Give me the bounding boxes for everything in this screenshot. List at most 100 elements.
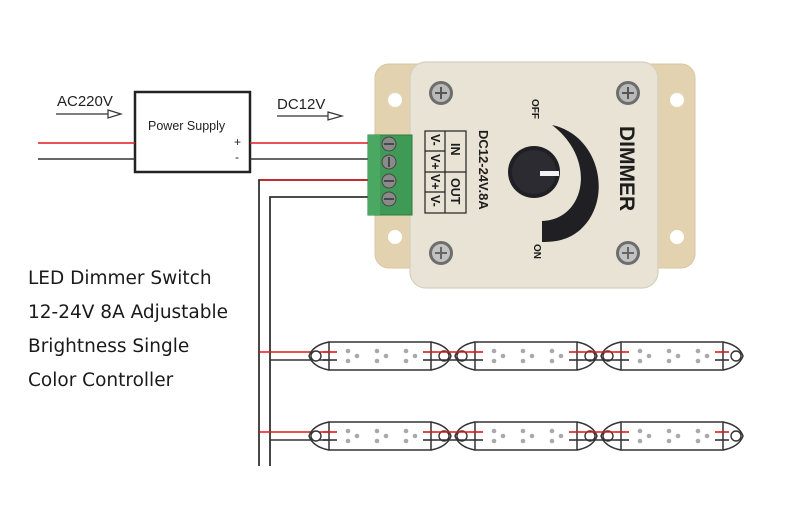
led-chip — [500, 433, 506, 439]
ac-input-arrow — [56, 109, 124, 119]
led-chip — [354, 433, 360, 439]
strip-connector-hole — [438, 430, 450, 442]
led-chip — [549, 348, 555, 354]
strip-connector-cap — [454, 421, 476, 451]
strip-connector-cap — [722, 341, 744, 371]
power-supply-title: Power Supply — [148, 119, 226, 133]
mounting-hole — [388, 93, 402, 107]
terminal-block — [367, 134, 413, 216]
led-chip — [695, 348, 701, 354]
product-description: LED Dimmer Switch 12-24V 8A Adjustable B… — [28, 262, 228, 398]
description-line: Color Controller — [28, 370, 174, 391]
led-chip — [529, 353, 535, 359]
terminal-label-table — [424, 130, 467, 214]
brightness-arc — [542, 125, 599, 242]
dimmer-knob[interactable] — [508, 146, 560, 198]
led-chip — [383, 433, 389, 439]
led-chip — [520, 348, 526, 354]
strip-connector-hole — [310, 430, 322, 442]
power-supply-box — [133, 90, 252, 174]
strip-connector-hole — [584, 350, 596, 362]
led-strip-array — [259, 341, 744, 451]
led-chip — [529, 433, 535, 439]
strip-connector-cap — [600, 421, 622, 451]
led-chip — [666, 358, 672, 364]
strip-connector-cap — [430, 341, 452, 371]
out-negative-wire — [269, 196, 375, 466]
led-chip — [491, 438, 497, 444]
led-chip — [646, 433, 652, 439]
led-chip — [675, 353, 681, 359]
led-chip — [695, 438, 701, 444]
led-chip — [345, 438, 351, 444]
led-chip — [637, 358, 643, 364]
screw-icon — [616, 81, 640, 105]
strip-connector-cap — [722, 421, 744, 451]
dc-output-arrow — [277, 111, 345, 121]
led-chip — [549, 428, 555, 434]
terminal-in-label: IN — [448, 143, 462, 156]
strip-connector-hole — [456, 430, 468, 442]
led-chip — [637, 438, 643, 444]
description-line: 12-24V 8A Adjustable — [28, 302, 229, 323]
led-chip — [491, 348, 497, 354]
description-line: Brightness Single — [28, 336, 190, 357]
off-label: OFF — [529, 99, 540, 119]
screw-icon — [429, 241, 453, 265]
power-supply-plus: + — [234, 135, 242, 149]
led-chip — [383, 353, 389, 359]
dimmer-brand-text: DIMMER — [615, 126, 638, 211]
strip-connector-hole — [584, 430, 596, 442]
terminal-pin-label: V+ — [428, 154, 442, 170]
strip-connector-cap — [576, 421, 598, 451]
led-chip — [558, 433, 564, 439]
led-chip — [374, 358, 380, 364]
led-chip — [549, 358, 555, 364]
strip-connector-cap — [430, 421, 452, 451]
strip-connector-cap — [308, 341, 330, 371]
led-chip — [704, 433, 710, 439]
strip-connector-hole — [730, 350, 742, 362]
mounting-hole — [388, 230, 402, 244]
strip-connector-hole — [310, 350, 322, 362]
led-chip — [354, 353, 360, 359]
screw-icon — [429, 81, 453, 105]
strip-connector-cap — [308, 421, 330, 451]
strip-connector-hole — [456, 350, 468, 362]
led-chip — [695, 358, 701, 364]
led-chip — [520, 438, 526, 444]
led-chip — [695, 428, 701, 434]
led-chip — [374, 348, 380, 354]
led-chip — [558, 353, 564, 359]
terminal-pin-label: V- — [428, 134, 442, 146]
led-chip — [374, 428, 380, 434]
strip-connector-hole — [730, 430, 742, 442]
led-chip — [403, 348, 409, 354]
screw-icon — [616, 241, 640, 265]
led-chip — [500, 353, 506, 359]
led-chip — [637, 348, 643, 354]
led-chip — [666, 428, 672, 434]
led-chip — [345, 428, 351, 434]
terminal-out-label: OUT — [448, 178, 462, 205]
led-chip — [412, 433, 418, 439]
led-chip — [675, 433, 681, 439]
led-chip — [646, 353, 652, 359]
led-chip — [345, 358, 351, 364]
led-chip — [412, 353, 418, 359]
terminal-pin-label: V+ — [428, 174, 442, 190]
led-chip — [704, 353, 710, 359]
led-chip — [666, 438, 672, 444]
rating-text: DC12-24V.8A — [476, 130, 491, 210]
mounting-hole — [670, 230, 684, 244]
led-chip — [520, 358, 526, 364]
strip-connector-hole — [602, 430, 614, 442]
led-chip — [491, 428, 497, 434]
led-chip — [374, 438, 380, 444]
mounting-hole — [670, 93, 684, 107]
strip-connector-hole — [438, 350, 450, 362]
on-label: ON — [531, 244, 542, 259]
strip-connector-hole — [602, 350, 614, 362]
strip-connector-cap — [576, 341, 598, 371]
